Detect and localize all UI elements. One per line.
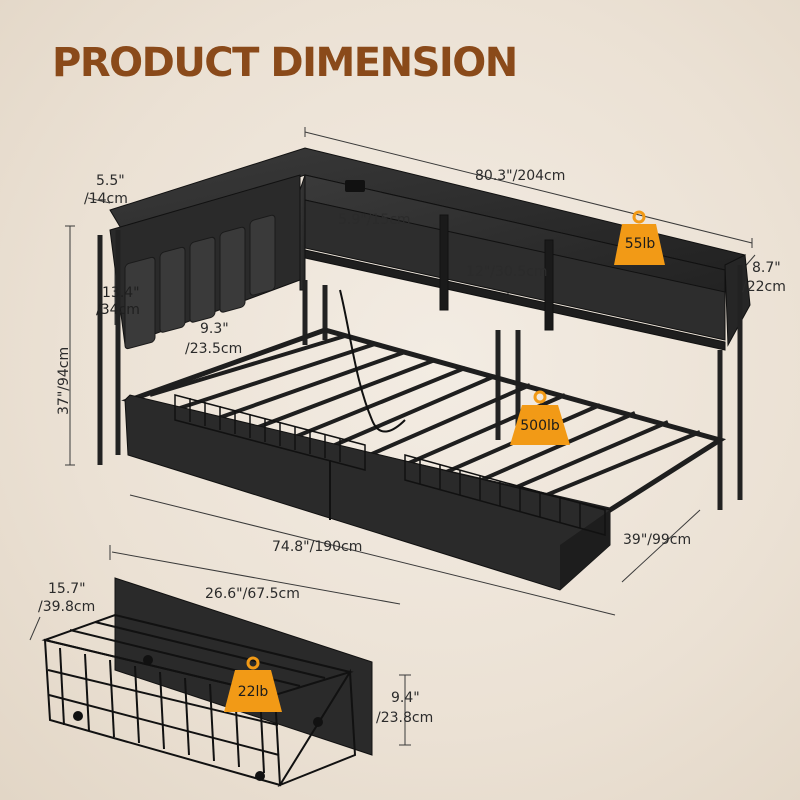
weight-icon: [614, 210, 665, 265]
side-panel: [109, 174, 301, 350]
outlet-icon: [345, 180, 365, 192]
drawer-height-in-label: 9.4": [391, 690, 420, 706]
headboard-depth-cm-label: /22cm: [742, 279, 786, 295]
drawer-depth-in-label: 15.7": [48, 581, 86, 597]
page-title: PRODUCT DIMENSION: [52, 40, 518, 86]
under-bed-baskets: [174, 394, 606, 536]
weight-icon: [510, 390, 570, 445]
total-length-label: 80.3"/204cm: [475, 168, 566, 184]
headboard-depth-in-label: 8.7": [752, 260, 781, 276]
bed-weight-label: 500lb: [520, 418, 560, 434]
bed-width-label: 39"/99cm: [623, 532, 692, 548]
drawer-weight-label: 22lb: [237, 684, 269, 700]
shelf-weight-label: 55lb: [624, 236, 656, 252]
side-shelf-depth-cm-label: /14cm: [84, 191, 128, 207]
side-storage-width-cm-label: /23.5cm: [185, 341, 243, 357]
frame-legs: [97, 230, 743, 510]
drawer-depth-cm-label: /39.8cm: [38, 599, 96, 615]
side-storage-height-cm-label: /34cm: [96, 302, 140, 318]
shelf-gap-label: 12"/30.5cm: [466, 264, 548, 280]
total-height-label: 37"/94cm: [56, 346, 72, 415]
side-storage-width-in-label: 9.3": [200, 321, 229, 337]
weight-icon: [224, 656, 282, 712]
dimension-lines: [29, 127, 756, 746]
shelf-height-label: 5.9"/15cm: [338, 212, 411, 228]
bed-side-rail: [124, 394, 611, 591]
side-storage-height-in-label: 13.4": [102, 285, 140, 301]
bed-length-label: 74.8"/190cm: [272, 539, 363, 555]
drawer-height-cm-label: /23.8cm: [376, 710, 434, 726]
side-shelf-depth-in-label: 5.5": [96, 173, 125, 189]
drawer-length-label: 26.6"/67.5cm: [205, 586, 300, 602]
power-cable: [339, 289, 406, 433]
